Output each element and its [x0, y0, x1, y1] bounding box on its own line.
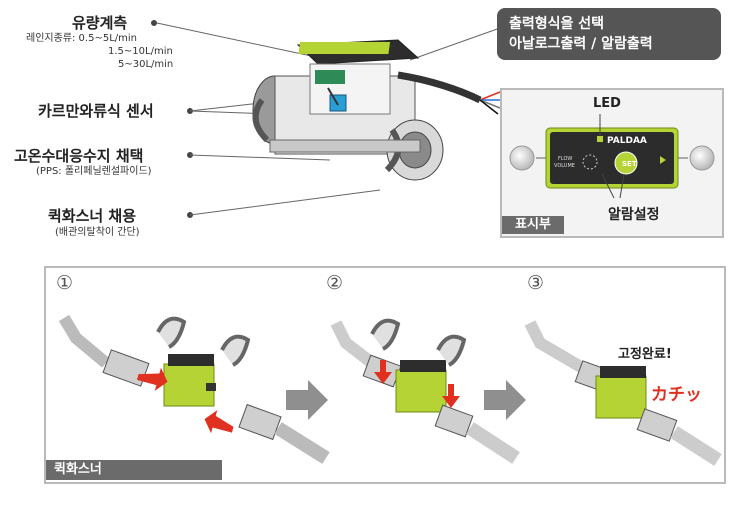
- led-label: LED: [593, 96, 621, 111]
- feature-fastener-title: 퀵화스너 채용: [48, 207, 137, 225]
- step-2-number: ②: [326, 272, 344, 294]
- sensor-illustration: [156, 22, 502, 216]
- feature-sensor-title: 카르만와류식 센서: [38, 102, 154, 120]
- panel-set: SET: [622, 160, 637, 168]
- step-3-number: ③: [527, 272, 545, 294]
- click-sound-text: カチッ: [651, 385, 702, 405]
- quick-fastener-caption: 퀵화스너: [46, 460, 222, 480]
- feature-flow-range-2: 1.5~10L/min: [108, 46, 173, 57]
- callout-line-2: 아날로그출력 / 알람출력: [509, 36, 653, 52]
- feature-flow-title: 유량계측: [72, 14, 128, 32]
- feature-flow-range-3: 5~30L/min: [118, 59, 174, 70]
- panel-volume: VOLUME: [554, 163, 575, 169]
- feature-fastener-sub: (배관의탈착이 간단): [55, 227, 140, 238]
- feature-resin-title: 고온수대응수지 채택: [14, 147, 144, 165]
- fixed-complete-text: 고정완료!: [618, 347, 672, 362]
- panel-brand: PALDAA: [607, 136, 647, 146]
- feature-resin-sub: (PPS: 폴리페닐렌설파이드): [36, 166, 152, 177]
- feature-flow-dot: [151, 20, 157, 26]
- panel-flow: FLOW: [558, 156, 572, 162]
- display-panel-caption: 표시부: [502, 216, 564, 234]
- feature-flow-range-1: 레인지종류: 0.5~5L/min: [26, 33, 137, 44]
- alarm-setting-label: 알람설정: [608, 207, 660, 223]
- output-callout: 출력형식을 선택 아날로그출력 / 알람출력: [497, 8, 721, 60]
- step-1-number: ①: [56, 272, 74, 294]
- fastener-steps-illustration: カチッ: [58, 314, 722, 466]
- display-illustration: PALDAA SET FLOW VOLUME: [509, 114, 715, 199]
- callout-line-1: 출력형식을 선택: [509, 16, 605, 32]
